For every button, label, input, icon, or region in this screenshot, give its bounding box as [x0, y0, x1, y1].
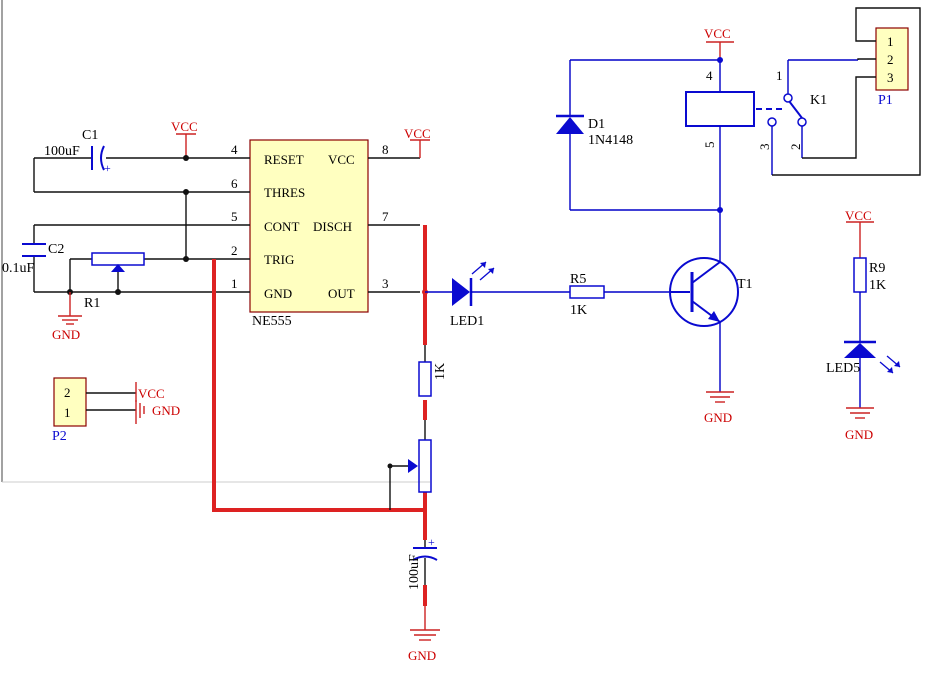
capacitor-c1[interactable]: + C1 100uF [44, 128, 111, 175]
pin-label-thres: THRES [264, 185, 305, 200]
gnd-label-t1: GND [704, 410, 732, 425]
pin-number-7: 7 [382, 209, 389, 224]
pin-number-4: 4 [231, 142, 238, 157]
k1-pin-3: 3 [757, 144, 772, 151]
gnd-label-1: GND [52, 327, 80, 342]
ic-body [249, 139, 369, 313]
vcc-label-p2: VCC [138, 386, 165, 401]
vcc-label-r9: VCC [845, 208, 872, 223]
vcc-label-1: VCC [171, 119, 198, 134]
pin-number-5: 5 [231, 209, 238, 224]
p2-pin-2: 2 [64, 385, 71, 400]
led-led1[interactable]: LED1 [425, 261, 570, 329]
t1-ref: T1 [737, 277, 753, 292]
gnd-symbol-led5: GND [845, 407, 874, 442]
junction-relay-bottom [717, 207, 723, 213]
pin-label-vcc: VCC [328, 152, 355, 167]
added-red-wiring [212, 225, 427, 606]
gnd-symbol-bottom: GND [408, 606, 440, 663]
pin-label-cont: CONT [264, 219, 299, 234]
ic-name: NE555 [252, 314, 292, 329]
pin-number-8: 8 [382, 142, 389, 157]
c1-ref: C1 [82, 128, 98, 143]
relay-pin-5: 5 [702, 142, 717, 149]
pin-label-out: OUT [328, 286, 355, 301]
relay-switch-k1[interactable]: 1 2 3 K1 [756, 59, 858, 175]
pin-number-2: 2 [231, 243, 238, 258]
k1-pin-2: 2 [788, 144, 803, 151]
relay-coil[interactable]: VCC 4 5 [570, 26, 755, 211]
pin-number-6: 6 [231, 176, 238, 191]
ic-pin-lines [196, 157, 420, 293]
p2-pin-1: 1 [64, 405, 71, 420]
vcc-label-2: VCC [404, 126, 431, 141]
led-led5[interactable]: LED5 [826, 340, 901, 408]
gnd-label-p2: GND [152, 403, 180, 418]
pin-label-gnd: GND [264, 286, 292, 301]
gnd-symbol-t1: GND [704, 391, 734, 425]
capacitor-c2[interactable]: C2 0.1uF [2, 242, 64, 276]
connector-p2[interactable]: 2 1 VCC GND P2 [52, 377, 180, 444]
gnd-label-bottom: GND [408, 648, 436, 663]
potentiometer-added[interactable] [387, 420, 432, 510]
gnd-symbol-left: GND [52, 292, 82, 342]
connector-p1[interactable]: 1 2 3 P1 [772, 7, 921, 176]
led5-ref: LED5 [826, 361, 860, 376]
c2-ref: C2 [48, 242, 64, 257]
svg-text:+: + [104, 161, 111, 175]
vcc-symbol-c1: VCC [171, 119, 198, 135]
pin-number-3: 3 [382, 276, 389, 291]
p1-pin-3: 3 [887, 70, 894, 85]
p2-ref: P2 [52, 429, 67, 444]
pin-label-disch: DISCH [313, 219, 352, 234]
k1-pin-1: 1 [776, 68, 783, 83]
resistor-r5[interactable]: R5 1K [569, 272, 670, 318]
resistor-added-1k[interactable]: 1K [418, 345, 448, 397]
pin-label-reset: RESET [264, 152, 304, 167]
pin-number-1: 1 [231, 276, 238, 291]
potentiometer-r1[interactable]: R1 [84, 252, 145, 311]
added-resistor-value: 1K [433, 363, 448, 380]
svg-text:+: + [428, 535, 435, 549]
pin-label-trig: TRIG [264, 252, 294, 267]
vcc-label-relay: VCC [704, 26, 731, 41]
junction-relay-top [717, 57, 723, 63]
d1-ref: D1 [588, 117, 605, 132]
capacitor-added-100uf[interactable]: + 100uF [407, 535, 438, 590]
added-cap-value: 100uF [407, 554, 422, 590]
r5-value: 1K [570, 303, 587, 318]
diode-d1[interactable]: D1 1N4148 [556, 60, 633, 210]
gnd-label-led5: GND [845, 427, 873, 442]
led1-ref: LED1 [450, 314, 484, 329]
vcc-symbol-r9: VCC [845, 208, 874, 258]
c1-value: 100uF [44, 144, 80, 159]
ne555-ic[interactable]: RESET VCC THRES CONT DISCH TRIG GND OUT … [249, 139, 369, 329]
k1-ref: K1 [810, 93, 827, 108]
p1-pin-2: 2 [887, 52, 894, 67]
r5-ref: R5 [570, 272, 586, 287]
r1-ref: R1 [84, 296, 100, 311]
d1-value: 1N4148 [588, 133, 633, 148]
relay-pin-4: 4 [706, 68, 713, 83]
r9-ref: R9 [869, 261, 885, 276]
resistor-r9[interactable]: R9 1K [853, 257, 886, 342]
p1-pin-1: 1 [887, 34, 894, 49]
transistor-t1[interactable]: T1 [669, 210, 753, 392]
p1-ref: P1 [878, 93, 893, 108]
vcc-symbol-pin8: VCC [404, 126, 431, 158]
r9-value: 1K [869, 278, 886, 293]
c2-value: 0.1uF [2, 261, 35, 276]
